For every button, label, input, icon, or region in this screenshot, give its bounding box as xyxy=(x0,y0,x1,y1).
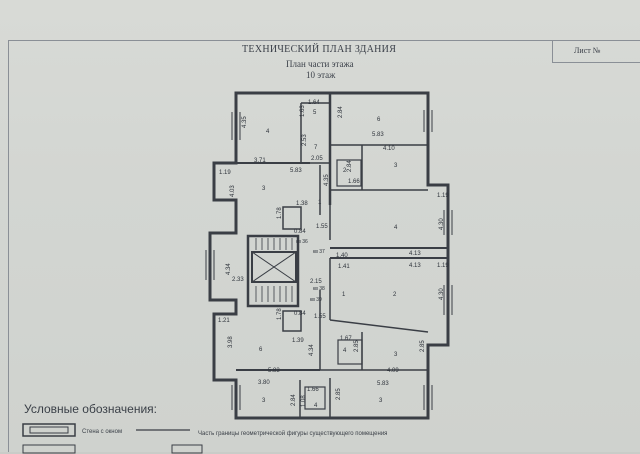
plan-label: 0.84 xyxy=(294,229,306,235)
plan-label: 1.63 xyxy=(300,105,306,117)
plan-label: 3 xyxy=(262,398,266,404)
plan-label: 6 xyxy=(259,347,263,353)
plan-label: 1.55 xyxy=(316,224,328,230)
plan-label: 5 xyxy=(313,110,317,116)
plan-label: 1.78 xyxy=(277,308,283,320)
plan-label: 0.84 xyxy=(294,311,306,317)
plan-label: 1.40 xyxy=(336,253,348,259)
plan-label: 7 xyxy=(314,145,318,151)
plan-label: 3.80 xyxy=(258,380,270,386)
plan-label: 4.10 xyxy=(383,146,395,152)
plan-label: 3.71 xyxy=(254,158,266,164)
plan-label: 2.84 xyxy=(291,394,297,406)
plan-label: 2.33 xyxy=(232,277,244,283)
plan-label: 2.15 xyxy=(310,279,322,285)
plan-label: 1.39 xyxy=(292,338,304,344)
plan-label: 4.13 xyxy=(409,251,421,257)
plan-label: кв 37 xyxy=(313,249,325,255)
plan-label: кв 36 xyxy=(296,239,308,245)
plan-label: 1.66 xyxy=(348,179,360,185)
plan-label: 3 xyxy=(394,163,398,169)
plan-label: 4 xyxy=(266,129,270,135)
plan-label: 2.53 xyxy=(302,134,308,146)
frame-top-line xyxy=(8,40,640,41)
plan-label: 2.05 xyxy=(311,156,323,162)
plan-label: кв 38 xyxy=(313,286,325,292)
frame-left-line xyxy=(8,40,9,452)
plan-label: 4.34 xyxy=(226,263,232,275)
plan-label: 1.21 xyxy=(218,318,230,324)
plan-label: 2 xyxy=(343,168,347,174)
floor-label: 10 этаж xyxy=(306,70,336,80)
plan-label: 1.78 xyxy=(277,207,283,219)
plan-label: 1 xyxy=(342,292,346,298)
plan-labels: 1.641.63 5 2.84 6 5.83 4.35 4 7 2.53 2.05 4.10 3 3.7… xyxy=(218,100,449,409)
plan-label: 4.34 xyxy=(309,344,315,356)
legend-item-wall-with-window: Стена с окном xyxy=(82,429,123,435)
plan-title: ТЕХНИЧЕСКИЙ ПЛАН ЗДАНИЯ xyxy=(242,44,397,55)
plan-label: 2.85 xyxy=(420,340,426,352)
plan-label: 4.03 xyxy=(230,185,236,197)
plan-label: 4.13 xyxy=(409,263,421,269)
plan-label: 2 xyxy=(393,292,397,298)
plan-label: 5.83 xyxy=(290,168,302,174)
plan-label: 3 xyxy=(262,186,266,192)
legend-title: Условные обозначения: xyxy=(24,402,157,416)
plan-label: 4 xyxy=(314,403,318,409)
plan-label: 1.19 xyxy=(437,263,449,269)
legend-wall-with-window-symbol xyxy=(22,423,76,437)
legend-boundary-line-symbol xyxy=(136,429,190,431)
plan-label: 1.55 xyxy=(314,314,326,320)
plan-label: 4.30 xyxy=(439,218,445,230)
plan-label: 4 xyxy=(343,348,347,354)
plan-label: 1.19 xyxy=(437,193,449,199)
plan-label: 2.84 xyxy=(338,106,344,118)
walls xyxy=(205,91,453,420)
plan-label: 5.83 xyxy=(268,368,280,374)
plan-label: 4 xyxy=(394,225,398,231)
plan-label: 3.98 xyxy=(228,336,234,348)
plan-label: 6 xyxy=(377,117,381,123)
plan-label: 4.30 xyxy=(439,288,445,300)
plan-label: 3 xyxy=(394,352,398,358)
plan-label: 1.38 xyxy=(296,201,308,207)
plan-label: 1.08 xyxy=(301,395,307,407)
plan-subtitle: План части этажа xyxy=(286,59,354,69)
plan-label: 4.09 xyxy=(387,368,399,374)
plan-label: 5.83 xyxy=(377,381,389,387)
plan-label: 3 xyxy=(379,398,383,404)
plan-label: 4.35 xyxy=(324,174,330,186)
legend-next-symbols xyxy=(22,444,203,454)
sheet-box-left xyxy=(552,40,553,62)
plan-label: 4.35 xyxy=(242,116,248,128)
sheet-box-bottom xyxy=(552,62,640,63)
plan-label: кв 39 xyxy=(310,297,322,303)
plan-label: 1.64 xyxy=(308,100,320,106)
legend-item-boundary-line: Часть границы геометрической фигуры суще… xyxy=(198,431,388,437)
plan-label: 2.85 xyxy=(354,340,360,352)
plan-label: 1.19 xyxy=(219,170,231,176)
plan-label: 1.41 xyxy=(338,264,350,270)
plan-label: 2.84 xyxy=(347,160,353,172)
plan-label: 2.85 xyxy=(336,388,342,400)
plan-label: 5.83 xyxy=(372,132,384,138)
plan-label: 1.66 xyxy=(307,387,319,393)
plan-label: 1.67 xyxy=(340,336,352,342)
sheet-number-label: Лист № xyxy=(574,46,601,55)
plan-label: 1 xyxy=(318,200,322,206)
